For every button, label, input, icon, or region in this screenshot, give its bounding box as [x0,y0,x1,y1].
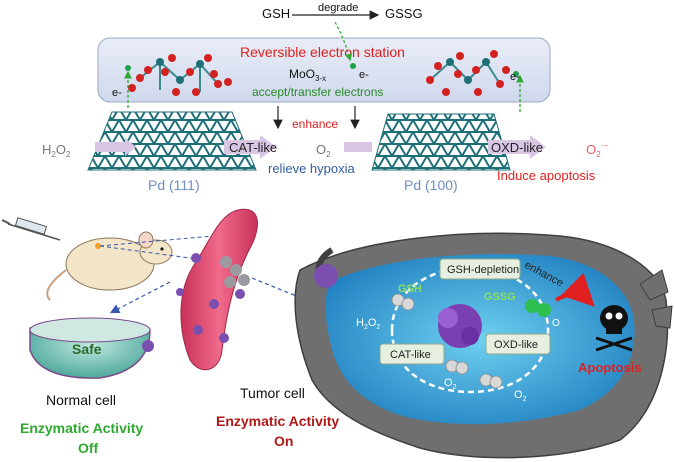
bottom-oxd-like-label: OXD-like [494,339,538,351]
cat-flow-arrow [224,135,276,159]
accept-transfer-label: accept/transfer electrons [252,85,383,99]
superoxide-molecule [525,299,551,317]
top-gssg-label: GSSG [385,6,423,21]
left-electron-label: e- [112,87,122,99]
bottom-o2-label-1: O2 [444,377,457,391]
bottom-cat-like-label: CAT-like [390,349,431,361]
electron-station-box [97,37,551,103]
cell-fragment-1 [639,269,669,301]
right-electron-label: e- [510,71,520,83]
apoptosis-label: Apoptosis [578,360,642,375]
bottom-cat-like-box [379,343,445,365]
oxd-flow-arrow [488,135,546,159]
enz-off-line-1: Enzymatic Activity [20,420,143,436]
top-gsh-label: GSH [262,6,290,21]
pd100-lattice [371,113,511,171]
bottom-oxd-like-box [485,333,551,355]
gsh-electron-arrow [334,21,353,62]
moo3-label: MoO3-x [289,67,326,83]
induce-apoptosis-label: Induce apoptosis [497,168,596,183]
skull-icon [595,305,633,352]
safe-label: Safe [72,341,102,357]
tumor-cell-label: Tumor cell [240,385,305,401]
pd111-label: Pd (111) [148,177,200,193]
central-nanozyme [438,304,482,348]
bottom-gsh-label: GSH [398,283,422,295]
top-superoxide-label: O2·− [586,141,608,159]
o2-molecule-1 [445,359,469,375]
left-electron-dot [125,65,131,71]
station-title: Reversible electron station [240,44,405,60]
moo3-cluster-left [128,54,232,96]
vessel-nanoparticles [176,253,250,343]
apoptosis-arrow [554,272,595,307]
enz-off-line-2: Off [78,440,99,456]
top-enhance-label: enhance [292,117,338,131]
vessel-to-normal-arrow [109,281,171,314]
top-h2o2-label: H2O2 [42,142,71,159]
h2o2-molecule [391,293,415,311]
pd100-label: Pd (100) [404,177,458,193]
enz-on-line-1: Enzymatic Activity [216,413,339,429]
electron-dot [350,63,356,69]
tumor-cell-water [325,254,635,425]
degrade-label: degrade [318,2,358,14]
normal-cell-surface [29,317,151,343]
h2o2-flow-arrow [95,138,136,156]
vessel-to-tumor-arrow [251,277,309,302]
bottom-gssg-label: GSSG [484,291,516,303]
bottom-o2-label-2: O2 [514,389,527,403]
bottom-h2o2-label: H2O2 [356,317,380,331]
normal-cell-nanoparticle [142,340,154,352]
top-o2-label: O2 [316,142,331,159]
mouse-icon [46,231,173,301]
blood-vessel [180,208,258,371]
gsh-depletion-label: GSH-depletion [447,264,519,276]
normal-cell-label: Normal cell [46,392,116,408]
top-cat-like-label: CAT-like [229,140,277,155]
cell-fragment-2 [651,305,673,329]
right-electron-dot [513,71,519,77]
o2-flow-arrow [344,142,372,152]
station-electron-label: e- [359,69,369,81]
relieve-hypoxia-label: relieve hypoxia [268,161,355,176]
bottom-superoxide-label: O [552,318,560,329]
tumor-cell-nanoparticle [314,264,338,288]
moo3-cluster-right [426,50,510,96]
top-oxd-like-label: OXD-like [491,140,543,155]
enz-on-line-2: On [274,433,293,449]
o2-molecule-2 [479,373,503,389]
syringe-icon [1,217,61,241]
gsh-depletion-box [439,258,521,280]
reaction-cycle [390,266,550,394]
